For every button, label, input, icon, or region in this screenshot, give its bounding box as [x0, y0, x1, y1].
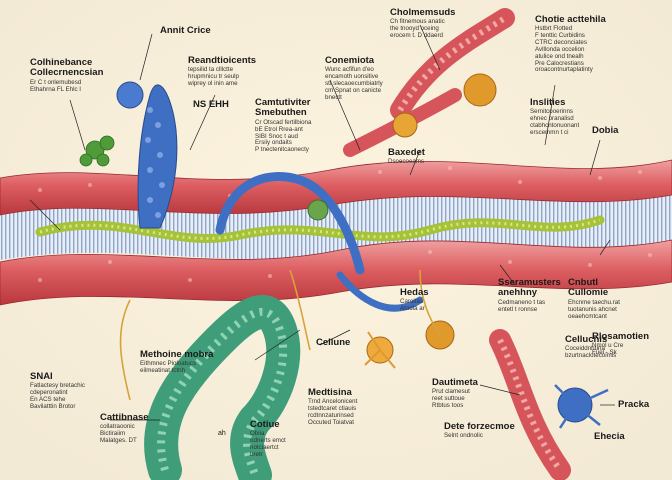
label-title: Dobia — [592, 125, 619, 136]
label-title: NS EHH — [193, 99, 229, 110]
orange-complex-top — [392, 73, 497, 138]
green-coil-protein — [144, 295, 301, 480]
label-title: Cholmemsuds — [390, 7, 456, 18]
label-title: Cellucnis — [565, 334, 608, 345]
label-title: Medtisina — [308, 387, 352, 398]
label-title: Dete forzecmoe — [444, 421, 515, 432]
label-title: Hedas — [400, 287, 429, 298]
blue-arch — [215, 172, 365, 275]
label-cellune: Cellune — [316, 337, 351, 348]
label-title: Baxedet — [388, 147, 425, 158]
label-title: SNAI — [30, 371, 53, 382]
label-title: Reandtioicents — [188, 55, 257, 66]
label-description: Prut clamesut reet suttoue Rtbtus toos — [432, 388, 470, 410]
label-inslities: Inslities Sernitcooerinns ehnec oranalis… — [530, 97, 580, 137]
label-description: Selnt ondnolic — [444, 432, 483, 440]
blue-protein-beads — [145, 107, 165, 218]
label-title: Sseramusters anehhny — [498, 277, 561, 299]
label-description: Cedmaneno t tas entetl t ronnse — [498, 298, 546, 313]
lower-membrane-band — [0, 239, 672, 306]
label-description: Er C t onlemubesd Ethahrna FL Ehlc I — [30, 78, 82, 93]
label-camtutiviter: Camtutiviter Smebuthen Cr Otscad fertilb… — [255, 97, 312, 154]
label-sseramusters: Sseramusters anehhny Cedmaneno t tas ent… — [498, 277, 561, 314]
label-title: Cattibnase — [100, 412, 149, 423]
label-annit-crice: Annit Crice — [160, 25, 211, 36]
label-title: Rlosamotien — [592, 331, 650, 342]
label-description: Fatlactesy bretachic cdeperonatint En AC… — [30, 382, 86, 410]
label-snai: SNAI Fatlactesy bretachic cdeperonatint … — [30, 371, 86, 411]
label-description: Ehcnme taechu.rat tuotanunis ahcnet oeae… — [568, 298, 620, 320]
red-vessel-bottom-highlight — [497, 338, 563, 472]
label-title: Chotie acttehila — [535, 14, 606, 25]
green-globule — [307, 199, 329, 221]
green-strand-highlight — [39, 218, 601, 240]
label-title: Cellune — [316, 337, 351, 348]
red-vessel-top — [390, 8, 515, 120]
label-title: Methoine mobra — [140, 349, 214, 360]
label-cellucnis: Cellucnis Coceiddnhuna bzurtnaclotecoimi… — [565, 334, 617, 360]
label-description: Obiia odnerts emct hotciaertct bretr — [250, 430, 286, 458]
label-title: Pracka — [618, 399, 650, 410]
label-baxedet: Baxedet Dsoecoeams — [388, 147, 425, 166]
label-title: Inslities — [530, 97, 566, 108]
label-reandtioicents: Reandtioicents tepsilid ta clllctte hrup… — [188, 55, 257, 88]
label-conemiota: Conemiota Wunc acfifun d'eo encamoth uon… — [325, 55, 383, 102]
label-ah: ah — [218, 430, 226, 438]
blue-loop — [336, 271, 424, 312]
label-pracka: Pracka — [618, 399, 650, 410]
label-ehecia: Ehecia — [594, 431, 625, 442]
green-cluster — [79, 135, 115, 167]
label-description: tepsilid ta clllctte hrupmnicu tr seulp … — [188, 66, 239, 88]
label-title: Cotiue — [250, 419, 280, 430]
label-description: Eithmnec Pioloatucs eilmeatinat tctnh — [140, 360, 197, 375]
label-title: Conemiota — [325, 55, 375, 66]
label-cotiue: Cotiue Obiia odnerts emct hotciaertct br… — [250, 419, 286, 459]
label-title: Annit Crice — [160, 25, 211, 36]
label-cattibnase: Cattibnase collatraoonic Bictiraiim Mala… — [100, 412, 149, 445]
label-description: Cr Otscad fertilbiona bE Etrol Rrea-ant … — [255, 118, 312, 154]
label-medtisina: Medtisina Trnd Ancelonicent tstedtcaret … — [308, 387, 358, 427]
label-rlosamotien: Rlosamotien Nmol u Cre Fuel - Sk — [592, 331, 650, 357]
label-title: Colhinebance Collecrnencsian — [30, 57, 104, 79]
blue-receptor-right — [554, 384, 609, 429]
label-description: Ch fitnemous anatic the tnooyd oceing er… — [390, 18, 445, 40]
label-cholmemsuds: Cholmemsuds Ch fitnemous anatic the tnoo… — [390, 7, 456, 40]
label-description: Wunc acfifun d'eo encamoth uonsitive stt… — [325, 66, 383, 101]
label-dautimeta: Dautimeta Prut clamesut reet suttoue Rtb… — [432, 377, 478, 410]
label-dete: Dete forzecmoe Selnt ondnolic — [444, 421, 515, 440]
label-description: Coceiddnhuna bzurtnaclotecoimis — [565, 345, 617, 360]
label-description: Sernitcooerinns ehnec oranalisd ctabhcnt… — [530, 108, 580, 136]
label-title: Cnbutl Cullomie — [568, 277, 609, 299]
label-methoine: Methoine mobra Eithmnec Pioloatucs eilme… — [140, 349, 214, 375]
label-description: Nmol u Cre Fuel - Sk — [592, 342, 624, 357]
leader-lines — [29, 24, 615, 421]
label-description: Dsoecoeams — [388, 158, 425, 166]
label-hedas: Hedas Caroitas Atodla ar — [400, 287, 429, 313]
label-title: ah — [218, 430, 226, 437]
label-nsehh: NS EHH — [193, 99, 229, 110]
label-description: collatraoonic Bictiraiim Malatges. DT — [100, 423, 137, 445]
label-title: Ehecia — [594, 431, 625, 442]
label-description: Caroitas Atodla ar — [400, 298, 425, 313]
label-title: Camtutiviter Smebuthen — [255, 97, 311, 119]
label-cnbutl: Cnbutl Cullomie Ehcnme taechu.rat tuotan… — [568, 277, 620, 320]
label-chotie: Chotie acttehila Hstbrt Flotted F tentti… — [535, 14, 606, 74]
label-description: Trnd Ancelonicent tstedtcaret ctiauis rc… — [308, 398, 358, 426]
blue-protein-head — [116, 81, 144, 109]
label-colhinebance: Colhinebance Collecrnencsian Er C t onle… — [30, 57, 104, 94]
label-description: Hstbrt Flotted F tenttic Curbidins CTRC … — [535, 25, 593, 74]
label-title: Dautimeta — [432, 377, 478, 388]
tethers — [119, 269, 441, 401]
label-dobia: Dobia — [592, 125, 619, 136]
